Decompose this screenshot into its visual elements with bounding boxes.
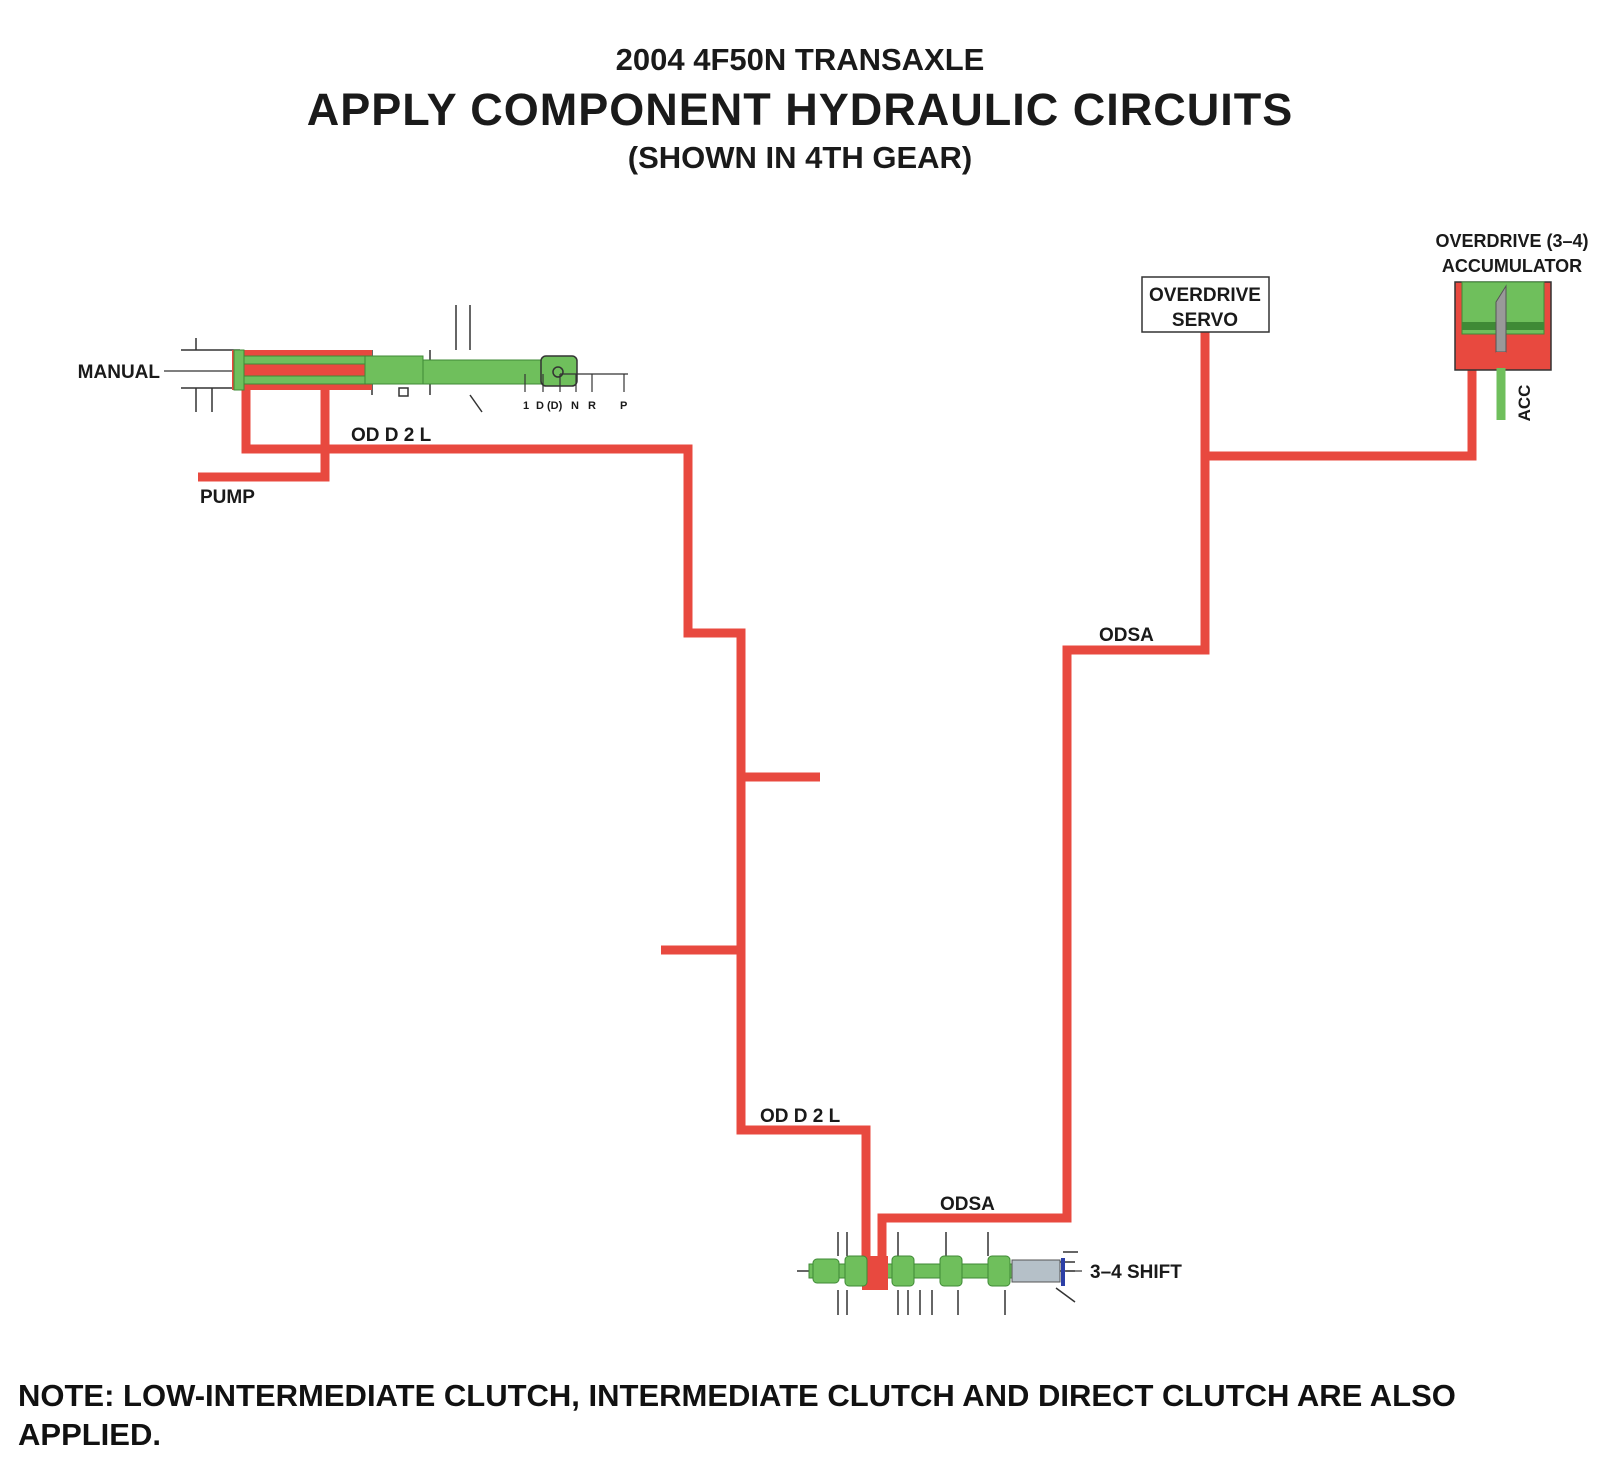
position-label: P <box>620 400 627 412</box>
manual-valve-land-2 <box>364 355 424 385</box>
position-label: (D) <box>547 400 563 412</box>
accumulator-label-line2: ACCUMULATOR <box>1442 256 1582 276</box>
od-d2l-bottom-label: OD D 2 L <box>760 1106 841 1127</box>
detent-position-ticks <box>524 373 628 392</box>
manual-valve-spool-top <box>233 355 373 365</box>
detent-position-labels: 1 D (D) N R P <box>523 400 627 412</box>
accumulator-feed-line <box>1205 366 1477 461</box>
position-label: R <box>588 400 596 412</box>
odsa-right-label: ODSA <box>1099 625 1154 646</box>
manual-valve-detent <box>540 355 578 387</box>
position-label: N <box>571 400 579 412</box>
manual-valve-spool-bottom <box>233 375 373 385</box>
odsa-circuit <box>877 330 1477 1262</box>
accumulator-piston-rod <box>1496 352 1506 368</box>
shift-valve-3-4 <box>797 1232 1082 1315</box>
od-d2l-circuit <box>198 384 871 1262</box>
position-label: 1 <box>523 400 529 412</box>
odsa-line <box>877 330 1210 1262</box>
odsa-bottom-label: ODSA <box>940 1194 995 1215</box>
gear-note: (SHOWN IN 4TH GEAR) <box>627 140 973 175</box>
diagram-subtitle: 2004 4F50N TRANSAXLE <box>615 42 985 77</box>
manual-valve-stem <box>422 359 542 385</box>
position-label: D <box>536 400 544 412</box>
accumulator-label-line1: OVERDRIVE (3–4) <box>1435 231 1588 251</box>
shift-valve-land <box>939 1255 963 1287</box>
shift-valve-label: 3–4 SHIFT <box>1090 1262 1182 1283</box>
footer-note: NOTE: LOW-INTERMEDIATE CLUTCH, INTERMEDI… <box>18 1378 1456 1452</box>
pump-label: PUMP <box>200 487 255 508</box>
overdrive-servo-box <box>1141 276 1270 333</box>
manual-label: MANUAL <box>78 362 161 383</box>
shift-valve-land <box>812 1258 840 1284</box>
manual-valve-land-1 <box>233 349 245 391</box>
pump-line <box>198 384 330 482</box>
shift-valve-land <box>987 1255 1011 1287</box>
overdrive-servo-label-line1: OVERDRIVE <box>1149 285 1261 306</box>
diagram-title: APPLY COMPONENT HYDRAULIC CIRCUITS <box>306 84 1294 135</box>
od-d2l-top-label: OD D 2 L <box>351 425 432 446</box>
manual-loop-line <box>241 384 325 454</box>
overdrive-servo: OVERDRIVE SERVO <box>1141 276 1270 333</box>
manual-valve: 1 D (D) N R P <box>164 305 628 413</box>
overdrive-accumulator: OVERDRIVE (3–4) ACCUMULATOR ACC <box>1435 231 1588 421</box>
shift-valve-land <box>891 1255 915 1287</box>
acc-label: ACC <box>1515 385 1534 422</box>
shift-valve-spring <box>1011 1259 1061 1283</box>
od-d2l-main-line <box>325 444 871 1262</box>
manual-valve-pin <box>552 366 564 378</box>
overdrive-servo-label-line2: SERVO <box>1172 310 1238 331</box>
shift-valve-land <box>844 1255 868 1287</box>
